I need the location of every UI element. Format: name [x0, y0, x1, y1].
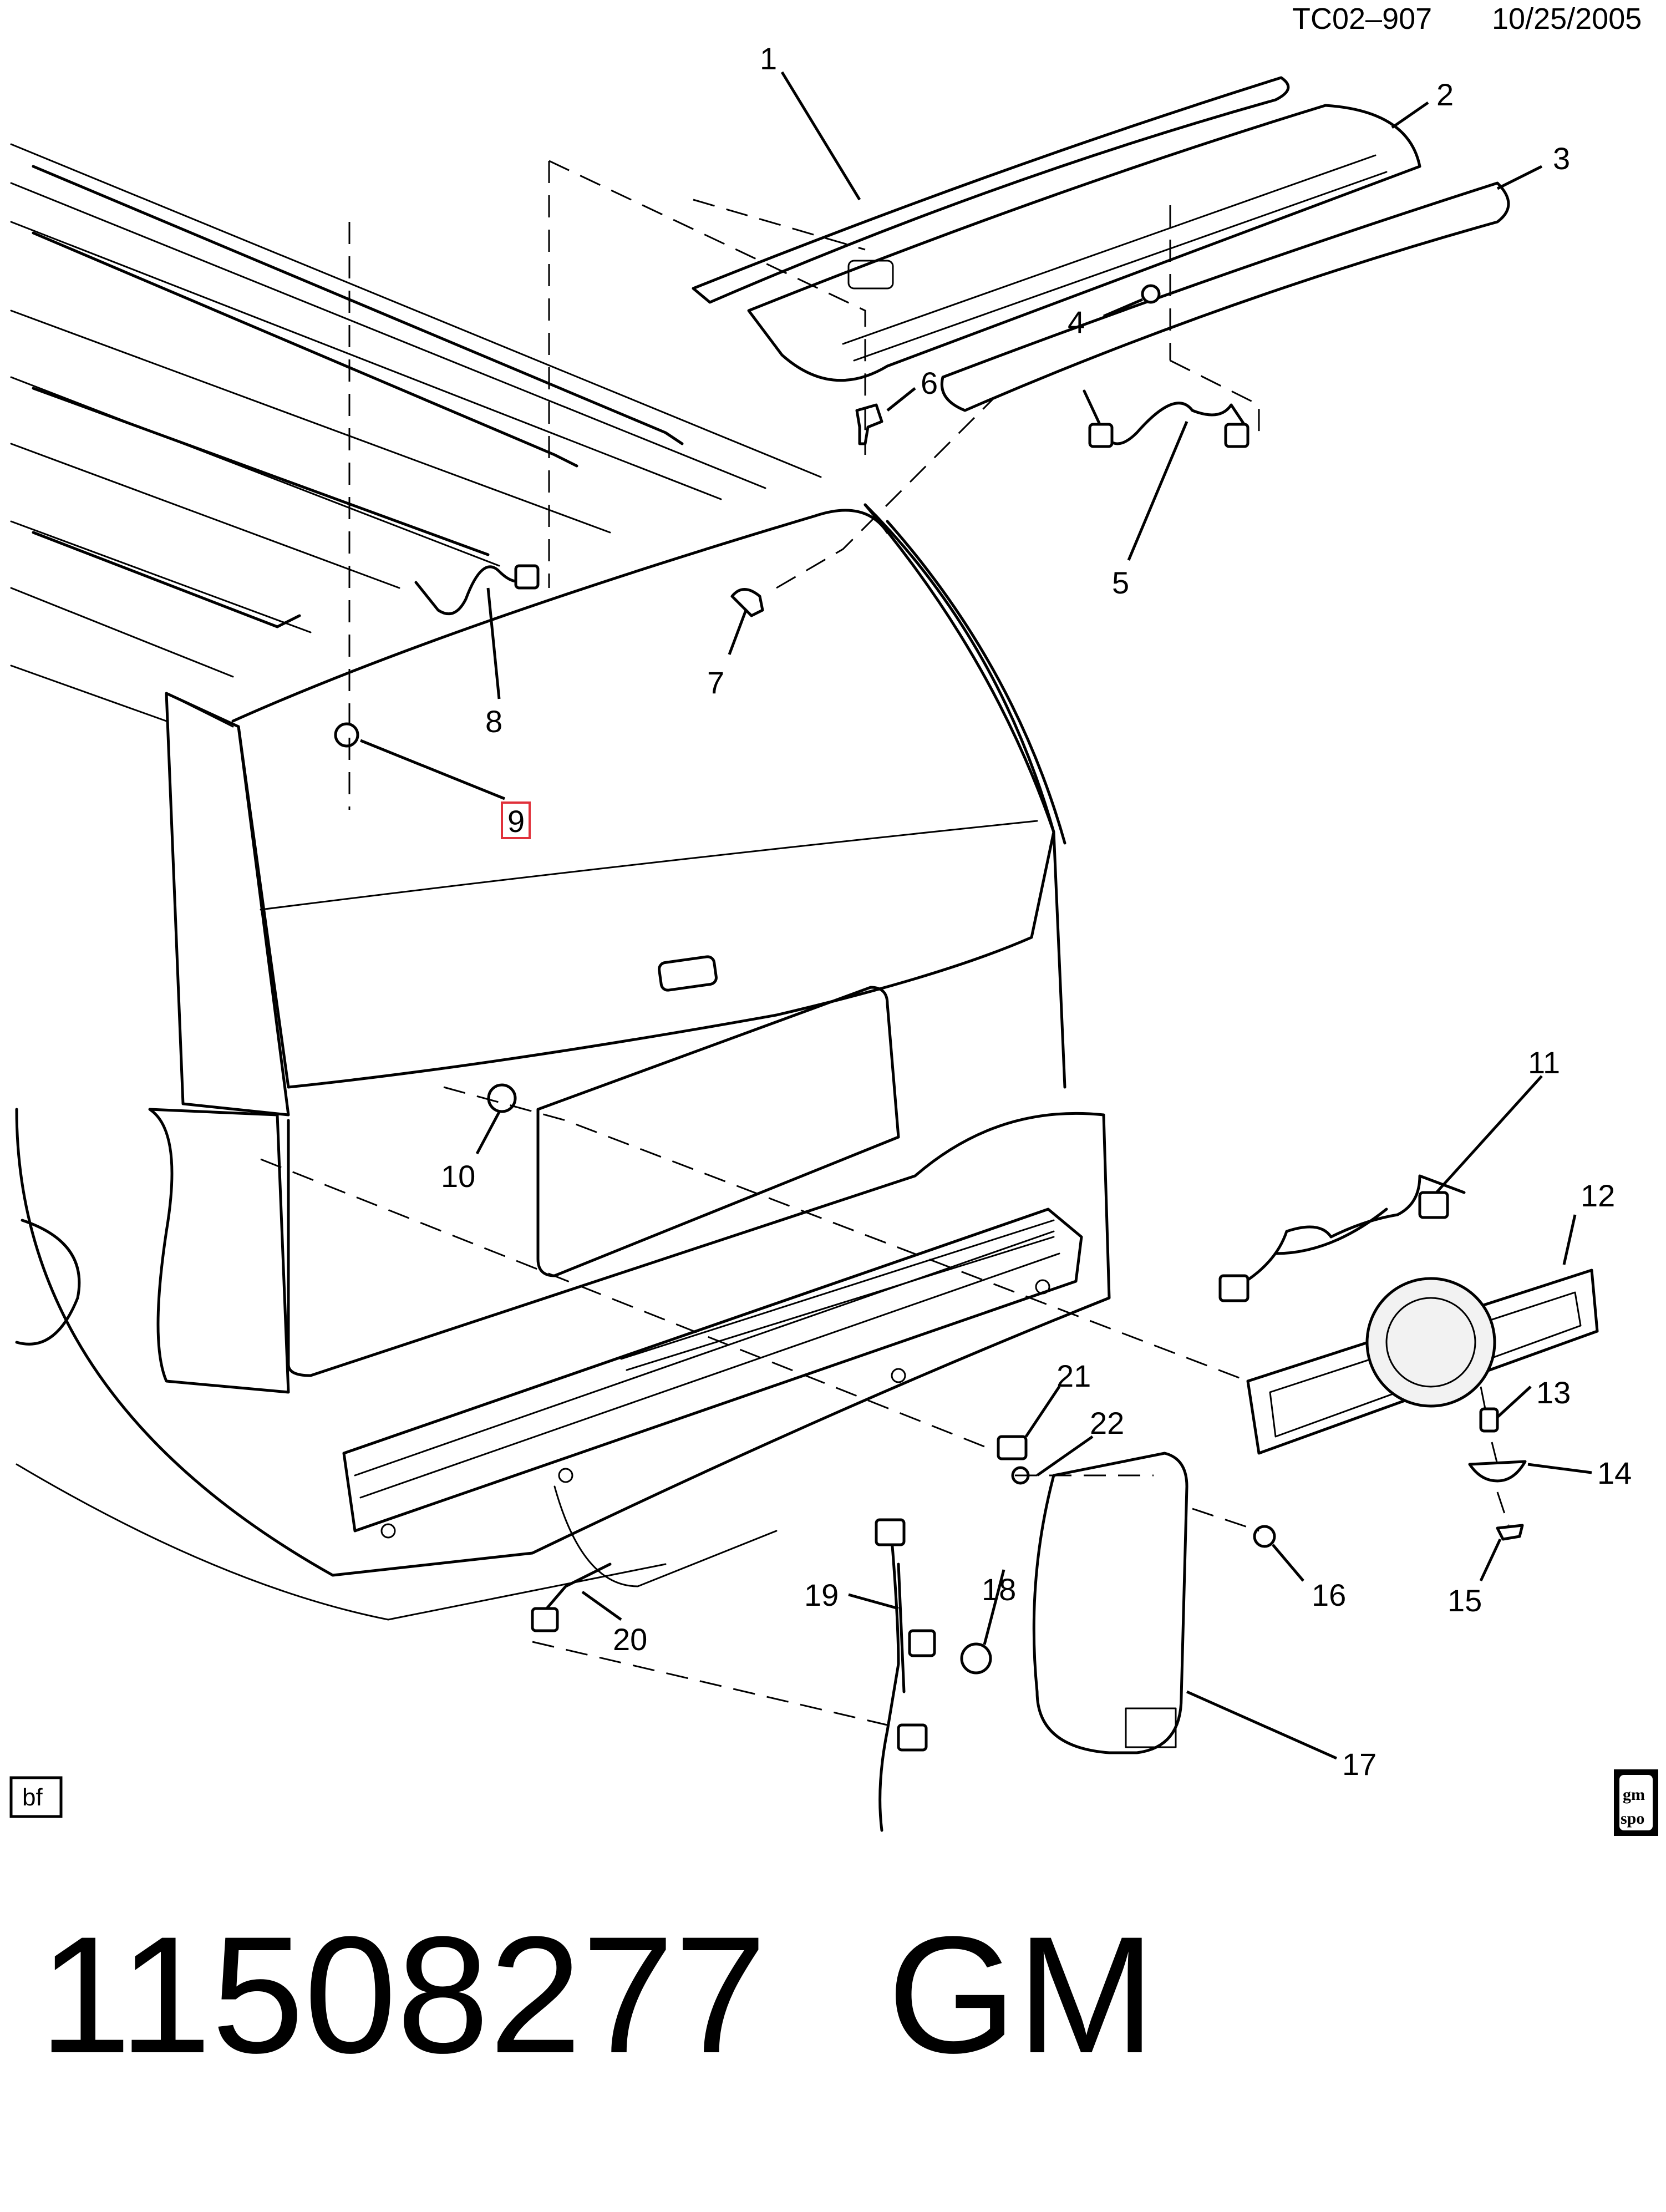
callout-20: 20	[613, 1622, 647, 1657]
brand-name: GM	[887, 1901, 1155, 2088]
callout-9: 9	[507, 804, 525, 839]
callout-22: 22	[1090, 1406, 1124, 1440]
part-19-harness	[878, 1518, 900, 1832]
callout-21: 21	[1057, 1358, 1091, 1393]
part-9-grommet	[334, 722, 359, 748]
callout-14: 14	[1597, 1455, 1632, 1490]
callout-18: 18	[982, 1572, 1016, 1607]
callout-3: 3	[1553, 141, 1570, 176]
part-18-socket	[960, 1642, 992, 1675]
part-7-screw	[730, 588, 764, 617]
part-4-nut	[1141, 284, 1161, 304]
part-16-screw	[1253, 1525, 1276, 1548]
part-17-tail-lamp	[1032, 1452, 1188, 1754]
callout-8: 8	[485, 704, 502, 739]
part-number: 11508277	[39, 1901, 767, 2088]
diagram-date: 10/25/2005	[1492, 2, 1642, 35]
callout-5: 5	[1112, 565, 1129, 600]
vehicle-body	[10, 143, 1111, 1621]
part-10-grommet	[487, 1083, 517, 1113]
callout-4: 4	[1068, 305, 1085, 339]
callout-16: 16	[1312, 1577, 1346, 1612]
callout-6: 6	[921, 366, 938, 400]
callout-7: 7	[707, 665, 724, 700]
part-15-clip	[1496, 1524, 1524, 1541]
part-1-molding	[692, 76, 1290, 304]
assembly-lines	[260, 160, 1510, 1726]
svg-text:spo: spo	[1621, 1809, 1644, 1828]
part-3-molding	[940, 181, 1510, 412]
part-2-spoiler	[747, 104, 1421, 382]
part-21-clip	[997, 1435, 1028, 1460]
callout-11: 11	[1528, 1045, 1560, 1080]
bf-tag: bf	[9, 1776, 63, 1818]
callout-12: 12	[1581, 1178, 1615, 1213]
callout-13: 13	[1536, 1375, 1571, 1410]
part-13-bulb	[1479, 1407, 1499, 1433]
part-6-clip	[855, 403, 883, 445]
leader-lines	[360, 71, 1592, 1760]
callout-2: 2	[1436, 77, 1454, 112]
callout-1: 1	[760, 41, 777, 76]
gm-spo-logo: gm spo	[1614, 1769, 1658, 1836]
diagram-code: TC02–907	[1292, 2, 1432, 35]
svg-text:gm: gm	[1623, 1785, 1645, 1804]
callout-9-highlight	[501, 801, 531, 839]
svg-text:bf: bf	[22, 1784, 43, 1811]
callout-15: 15	[1447, 1583, 1482, 1618]
callout-10: 10	[441, 1159, 475, 1194]
callout-19: 19	[804, 1577, 839, 1612]
part-5-harness	[1083, 389, 1250, 445]
part-14-lamp	[1468, 1460, 1527, 1483]
callout-17: 17	[1342, 1747, 1377, 1782]
